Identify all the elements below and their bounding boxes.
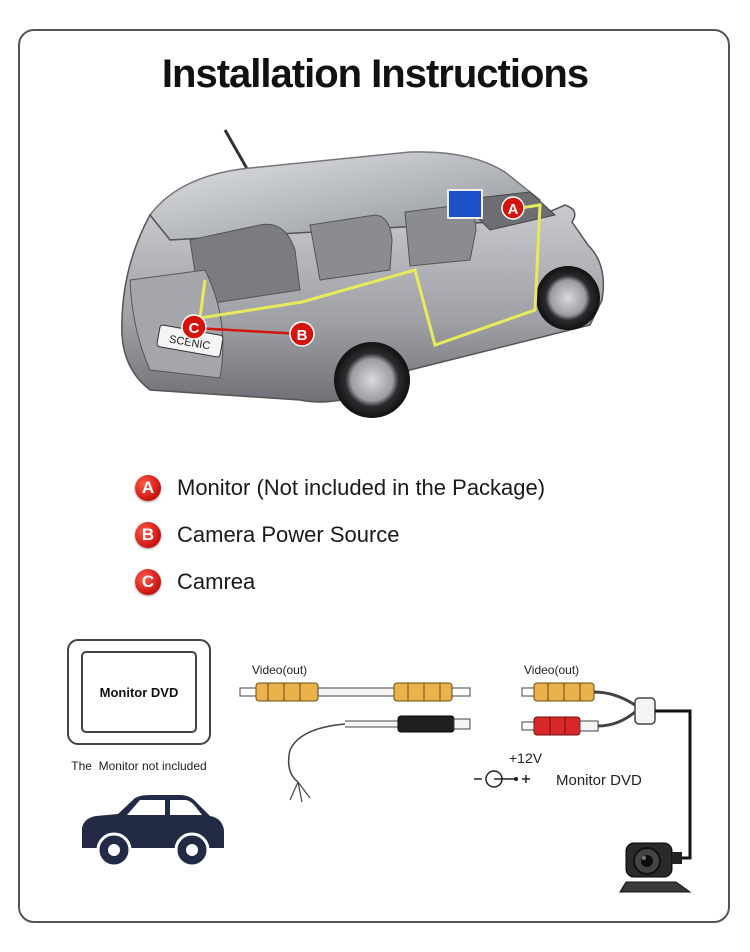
legend-text-camera: Camrea [177, 569, 256, 594]
monitor-screen [81, 651, 197, 733]
marker-b [289, 321, 315, 347]
legend-badge-a: A [135, 475, 161, 501]
front-wheel [536, 266, 600, 330]
marker-b-letter: B [297, 327, 308, 344]
rear-wheel [334, 342, 410, 418]
legend-text-monitor: Monitor (Not included in the Package) [177, 475, 546, 500]
car-illustration: SCENIC A B C [121, 129, 605, 418]
legend-badge-c: C [135, 569, 161, 595]
monitor-note: The Monitor not included [71, 759, 206, 773]
power-jack-symbol [474, 770, 530, 788]
power-lead [287, 715, 471, 803]
cable1-label: Video(out) [252, 663, 307, 677]
page-title: Installation Instructions [161, 52, 589, 96]
rca-extension-cable [239, 682, 471, 702]
marker-a [501, 196, 525, 220]
wiring-diagram: Monitor DVD The Monitor not included Vid… [67, 639, 692, 893]
camera-power-line [193, 326, 303, 336]
legend-badge-b: B [135, 522, 161, 548]
car-interior [189, 223, 301, 306]
camera-icon [619, 842, 692, 893]
legend-text-power: Camera Power Source [177, 522, 400, 547]
monitor-label: Monitor DVD [100, 685, 179, 700]
power-label: +12V [509, 750, 543, 766]
legend-item-camera: C Camrea [135, 567, 255, 597]
cable2-label: Video(out) [524, 663, 579, 677]
camera-harness [521, 682, 692, 860]
car-seat [309, 214, 393, 281]
cable-route [198, 203, 542, 347]
marker-c-letter: C [189, 320, 200, 337]
marker-c [181, 314, 207, 340]
marker-a-letter: A [508, 201, 519, 218]
car-icon [82, 795, 224, 868]
dashboard-monitor [447, 189, 483, 219]
legend-item-power: B Camera Power Source [135, 520, 400, 550]
legend-item-monitor: A Monitor (Not included in the Package) [135, 473, 545, 503]
power-target-label: Monitor DVD [556, 772, 642, 789]
